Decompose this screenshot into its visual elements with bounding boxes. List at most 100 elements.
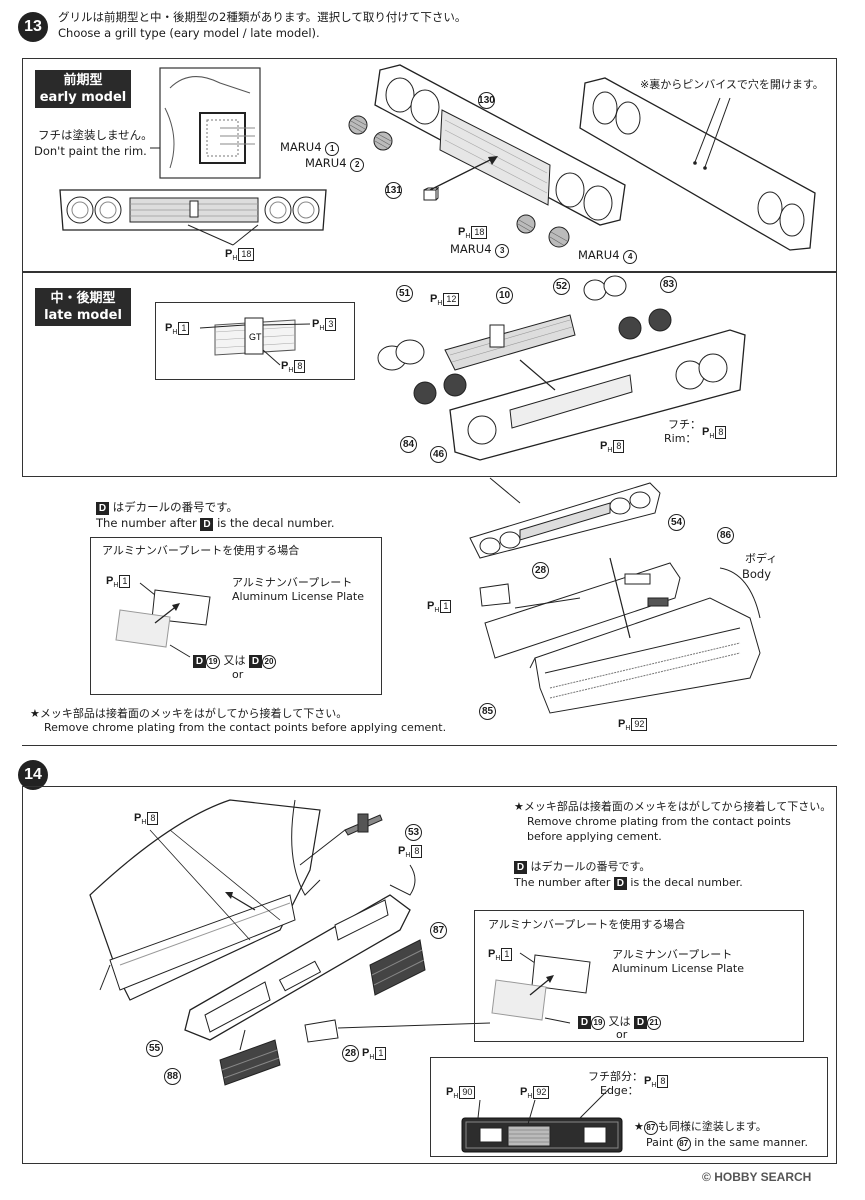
lamp-detail-drawing [461, 1087, 623, 1153]
part-10-callout: 10 [496, 287, 513, 304]
same-manner-en: Paint 87 in the same manner. [646, 1136, 808, 1151]
part-131-callout: 131 [385, 182, 402, 199]
decal-note-jp-13: D はデカールの番号です。 [96, 500, 238, 515]
rim-note-jp: フチは塗装しません。 [38, 128, 153, 142]
chrome-note-14-jp: ★メッキ部品は接着面のメッキをはがしてから接着して下さい。 [514, 800, 832, 813]
part-85-callout: 85 [479, 703, 496, 720]
part-83-callout: 83 [660, 276, 677, 293]
early-grill-rear-drawing [579, 77, 816, 251]
rim-label-en: Rim： [664, 432, 697, 445]
plate-box-14 [474, 910, 804, 1042]
plate-box-14-drawing [491, 952, 591, 1024]
maru4-4-label: MARU4 4 [578, 248, 638, 264]
plate-box-13-plate-jp: アルミナンバープレート [232, 576, 353, 589]
edge-label-jp: フチ部分： [588, 1070, 643, 1083]
part-55-callout: 55 [146, 1040, 163, 1057]
maru-decal-1 [348, 115, 368, 135]
plate-box-14-plate-jp: アルミナンバープレート [612, 948, 733, 961]
part-46-callout: 46 [430, 446, 447, 463]
plate-box-13-title: アルミナンバープレートを使用する場合 [102, 544, 300, 557]
rim-label-jp: フチ： [668, 418, 701, 431]
chrome-note-13-jp: ★メッキ部品は接着面のメッキをはがしてから接着して下さい。 [30, 707, 348, 720]
part-88-callout: 88 [164, 1068, 181, 1085]
front-end-assembly-drawing [469, 477, 761, 714]
part-130-callout: 130 [478, 92, 495, 109]
watermark: © HOBBY SEARCH [702, 1170, 812, 1184]
late-emblem-detail-box [155, 302, 355, 380]
plate-box-14-plate-en: Aluminum License Plate [612, 962, 744, 975]
decal-note-en-14: The number after D is the decal number. [514, 876, 743, 890]
maru-decal-3 [516, 214, 536, 234]
chrome-note-13-en: Remove chrome plating from the contact p… [44, 721, 447, 734]
step-13-badge: 13 [18, 12, 48, 42]
late-grill-exploded-drawing [377, 275, 746, 461]
step-13-instruction-jp: グリルは前期型と中・後期型の2種類があります。選択して取り付けて下さい。 [58, 10, 467, 24]
pinvise-note: ※裏からピンバイスで穴を開けます。 [640, 78, 824, 91]
early-grill-closeup-drawing [150, 67, 261, 179]
plate-box-13 [90, 537, 382, 695]
chrome-note-14-en-1: Remove chrome plating from the contact p… [527, 815, 791, 828]
early-model-tag: 前期型 early model [35, 70, 131, 108]
late-model-tag: 中・後期型 late model [35, 288, 131, 326]
svg-text:GT: GT [249, 332, 262, 342]
early-model-panel [22, 58, 837, 272]
emblem-131 [423, 186, 440, 201]
early-grill-front-drawing [59, 189, 327, 246]
body-label-jp: ボディ [745, 552, 778, 565]
part-86-callout: 86 [717, 527, 734, 544]
edge-label-en: Edge： [600, 1084, 639, 1097]
plate-box-13-or: or [232, 668, 244, 681]
part-53-callout: 53 [405, 824, 422, 841]
chrome-note-14-en-2: before applying cement. [527, 830, 662, 843]
part-87-callout: 87 [430, 922, 447, 939]
part-54-callout: 54 [668, 514, 685, 531]
part-51-callout: 51 [396, 285, 413, 302]
early-grill-exploded-drawing [374, 64, 626, 226]
decal-note-en-13: The number after D is the decal number. [96, 516, 335, 531]
body-label-en: Body [742, 567, 772, 581]
rim-note-en: Don't paint the rim. [34, 144, 147, 158]
part-52-callout: 52 [553, 278, 570, 295]
plate-box-13-drawing [115, 582, 211, 658]
step-13-divider [22, 745, 837, 746]
plate-box-13-plate-en: Aluminum License Plate [232, 590, 364, 603]
plate-box-14-title: アルミナンバープレートを使用する場合 [488, 918, 686, 931]
step-14-badge: 14 [18, 760, 48, 790]
step-13-instruction-en: Choose a grill type (eary model / late m… [58, 26, 320, 40]
rear-assembly-drawing [89, 799, 491, 1086]
part-28-callout-14: 28 [342, 1045, 359, 1062]
late-emblem-detail-drawing: GT [199, 317, 311, 366]
maru4-1-label: MARU4 1 [280, 140, 340, 156]
maru4-3-label: MARU4 3 [450, 242, 510, 258]
maru4-2-label: MARU4 2 [305, 156, 365, 172]
plate-box-14-or: or [616, 1028, 628, 1041]
part-28-callout-13: 28 [532, 562, 549, 579]
step-14-panel [22, 786, 837, 1164]
decal-note-jp-14: D はデカールの番号です。 [514, 860, 650, 874]
maru-decal-2 [373, 131, 393, 151]
part-84-callout: 84 [400, 436, 417, 453]
maru-decal-4 [548, 226, 570, 248]
lamp-detail-box [430, 1057, 828, 1157]
